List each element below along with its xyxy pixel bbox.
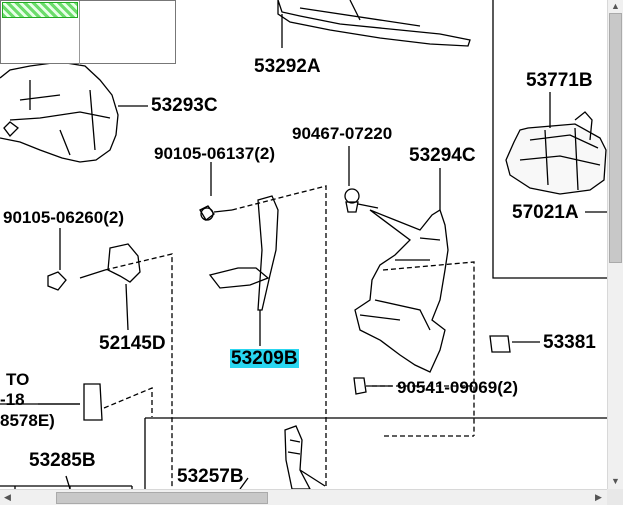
vertical-scroll-thumb[interactable] — [609, 13, 622, 263]
vertical-scrollbar[interactable]: ▲ ▼ — [607, 0, 623, 489]
label-57021A[interactable]: 57021A — [512, 202, 579, 223]
horizontal-scroll-thumb[interactable] — [56, 492, 268, 504]
part-90541 — [353, 377, 367, 395]
overview-thumbnail[interactable] — [0, 0, 176, 65]
thumbnail-divider — [79, 1, 80, 65]
bracket-52145D — [107, 243, 141, 283]
label-53381[interactable]: 53381 — [543, 332, 596, 353]
label-18[interactable]: -18 — [0, 390, 25, 409]
label-53209B-selected[interactable]: 53209B — [230, 348, 299, 369]
label-53257B[interactable]: 53257B — [177, 466, 244, 487]
scroll-right-icon[interactable]: ▶ — [595, 492, 602, 502]
stopper-53381 — [489, 335, 511, 353]
label-to[interactable]: TO — [6, 370, 30, 389]
label-90467-07220[interactable]: 90467-07220 — [292, 124, 393, 143]
panel-53292A — [277, 0, 471, 47]
scrollbar-corner — [607, 489, 623, 505]
rod-53209B — [257, 195, 279, 311]
label-53293C[interactable]: 53293C — [151, 95, 218, 116]
label-53285B[interactable]: 53285B — [29, 450, 96, 471]
thumbnail-highlight — [2, 2, 78, 18]
label-90105-06137[interactable]: 90105-06137(2) — [154, 144, 275, 163]
scroll-down-icon[interactable]: ▼ — [611, 476, 620, 486]
parts-diagram — [0, 0, 607, 489]
clip-90467-07220 — [344, 188, 360, 204]
hinge-53257B — [284, 425, 311, 489]
bracket-57021A — [505, 123, 607, 195]
horizontal-scrollbar[interactable]: ◀ ▶ — [0, 489, 607, 505]
label-53771B[interactable]: 53771B — [526, 70, 593, 91]
screw-90105-06137 — [199, 205, 233, 221]
clip-to — [83, 383, 103, 421]
scroll-up-icon[interactable]: ▲ — [611, 1, 620, 11]
label-90105-06260[interactable]: 90105-06260(2) — [3, 208, 124, 227]
cover-53293C — [0, 61, 119, 163]
scroll-left-icon[interactable]: ◀ — [4, 492, 11, 502]
diagram-viewport: 53292A 53293C 53771B 90467-07220 53294C … — [0, 0, 607, 489]
label-52145D[interactable]: 52145D — [99, 333, 166, 354]
label-8578E[interactable]: 8578E) — [0, 411, 55, 430]
label-53292A[interactable]: 53292A — [254, 56, 321, 77]
screw-90105-06260 — [47, 271, 67, 291]
label-90541-09069[interactable]: 90541-09069(2) — [397, 378, 518, 397]
label-53294C[interactable]: 53294C — [409, 145, 476, 166]
panel-53294C — [354, 209, 449, 373]
